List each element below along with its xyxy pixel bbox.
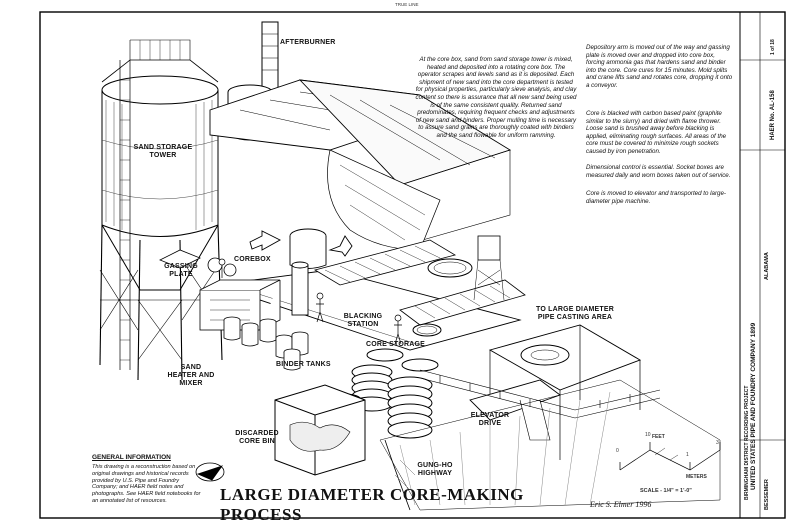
building-roof <box>209 79 512 246</box>
text-elevator: Core is moved to elevator and transporte… <box>586 190 726 205</box>
scale-tick-1: 1 <box>686 452 689 458</box>
text-dimensional: Dimensional control is essential. Socket… <box>586 164 731 179</box>
corebox <box>289 228 327 316</box>
scale-feet-label: FEET <box>652 434 665 440</box>
scale-tick-0: 0 <box>616 448 619 454</box>
general-info-heading: GENERAL INFORMATION <box>92 454 171 461</box>
label-corebox: COREBOX <box>234 256 271 263</box>
label-blacking-station: BLACKING STATION <box>343 313 383 328</box>
label-binder-tanks: BINDER TANKS <box>276 361 331 368</box>
north-arrow <box>195 462 225 482</box>
label-core-storage: CORE STORAGE <box>366 341 426 348</box>
blacking-station <box>412 258 473 337</box>
label-gassing-plate: GASSING PLATE <box>164 263 198 278</box>
label-discarded-core-bin: DISCARDED CORE BIN <box>235 430 279 445</box>
core-storage-stacks <box>328 348 439 439</box>
gung-ho-highway <box>379 379 721 511</box>
scale-label: SCALE - 1/4" = 1'-0" <box>640 488 692 494</box>
scale-tick-10: 10 <box>645 432 651 438</box>
general-info-body: This drawing is a reconstruction based o… <box>92 464 201 504</box>
delineator-signature: Eric S. Elmer 1996 <box>590 500 652 509</box>
scale-bar <box>619 442 721 471</box>
label-sand-heater-mixer: SAND HEATER AND MIXER <box>167 364 215 387</box>
water-tank-tower <box>473 235 505 301</box>
label-afterburner: AFTERBURNER <box>280 39 336 46</box>
tower-ladder <box>119 60 131 370</box>
title-block-company: UNITED STATES PIPE AND FOUNDRY COMPANY 1… <box>750 322 757 490</box>
title-block-sheet: 1 of 18 <box>770 39 776 55</box>
ramp-railing <box>419 369 661 419</box>
title-block-project: BIRMINGHAM DISTRICT RECORDING PROJECT <box>744 385 750 500</box>
title-block-haer: HAER No. AL-158 <box>770 90 776 140</box>
label-elevator-drive: ELEVATOR DRIVE <box>470 412 510 427</box>
text-depository: Depository arm is moved out of the way a… <box>586 44 733 89</box>
binder-tanks <box>223 316 309 371</box>
sand-storage-tower <box>101 39 219 291</box>
drawing-title: LARGE DIAMETER CORE-MAKING PROCESS <box>220 485 524 524</box>
sheet-border <box>39 11 786 519</box>
label-sand-storage-tower: SAND STORAGE TOWER <box>133 144 193 159</box>
top-registration-mark: TRUE LINE <box>395 2 419 7</box>
text-core-box: At the core box, sand from sand storage … <box>415 56 577 139</box>
discarded-core-bin <box>274 384 366 476</box>
title-block-location: BESSEMER <box>764 479 770 510</box>
roller-conveyor <box>313 239 526 326</box>
scale-meters-label: METERS <box>686 474 707 480</box>
label-gung-ho-highway: GUNG-HO HIGHWAY <box>417 462 453 477</box>
text-blacking: Core is blacked with carbon based paint … <box>586 110 727 155</box>
title-block-state: ALABAMA <box>764 252 770 280</box>
label-to-large-pipe: TO LARGE DIAMETER PIPE CASTING AREA <box>536 306 614 321</box>
worker-figures <box>218 258 402 345</box>
scale-tick-3: 3 <box>716 440 719 446</box>
elevator-drive <box>469 324 642 460</box>
